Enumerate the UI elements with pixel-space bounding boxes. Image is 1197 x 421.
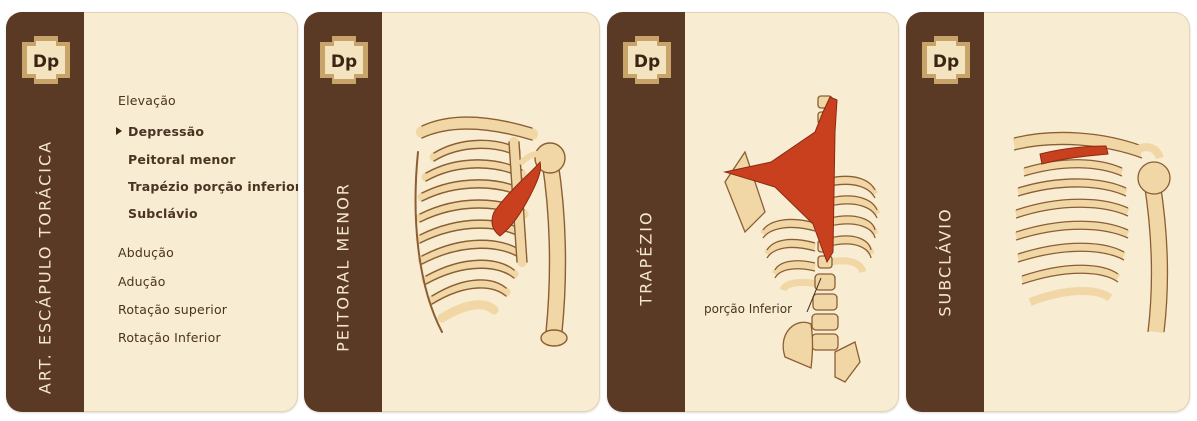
menu-item-peitoral-menor[interactable]: Peitoral menor [128,152,236,167]
dp-logo: Dp [20,34,72,86]
card-title-text: PEITORAL MENOR [334,182,353,352]
dp-logo: Dp [621,34,673,86]
badge-text: Dp [331,52,357,72]
rib-cage-illustration [382,12,600,412]
dp-logo: Dp [920,34,972,86]
card-title-text: ART. ESCÁPULO TORÁCICA [36,140,55,394]
menu-item-abducao[interactable]: Abdução [118,245,174,260]
menu-item-rotacao-inferior[interactable]: Rotação Inferior [118,330,221,345]
annotation-porcao-inferior: porção Inferior [704,302,792,316]
dp-logo: Dp [318,34,370,86]
badge-text: Dp [33,52,59,72]
card-art-escapulo-toracica[interactable]: Dp ART. ESCÁPULO TORÁCICA Elevação Depre… [6,12,298,412]
menu-item-rotacao-superior[interactable]: Rotação superior [118,302,227,317]
menu-item-aducao[interactable]: Adução [118,274,166,289]
menu-item-elevacao[interactable]: Elevação [118,93,176,108]
card-title-text: SUBCLÁVIO [936,207,955,316]
card-trapezio[interactable]: Dp TRAPÉZIO [607,12,899,412]
menu-item-depressao[interactable]: Depressão [128,124,204,139]
card-subclavio[interactable]: Dp SUBCLÁVIO [906,12,1190,412]
menu-item-subclavio[interactable]: Subclávio [128,206,198,221]
menu-item-trapezio-porcao-inferior[interactable]: Trapézio porção inferior [128,179,298,194]
card-title-text: TRAPÉZIO [637,210,656,305]
badge-text: Dp [634,52,660,72]
badge-text: Dp [933,52,959,72]
card-peitoral-menor[interactable]: Dp PEITORAL MENOR [304,12,600,412]
shoulder-clavicle-illustration [984,12,1190,412]
arrow-right-icon [116,127,122,135]
spine-back-illustration [685,12,899,412]
